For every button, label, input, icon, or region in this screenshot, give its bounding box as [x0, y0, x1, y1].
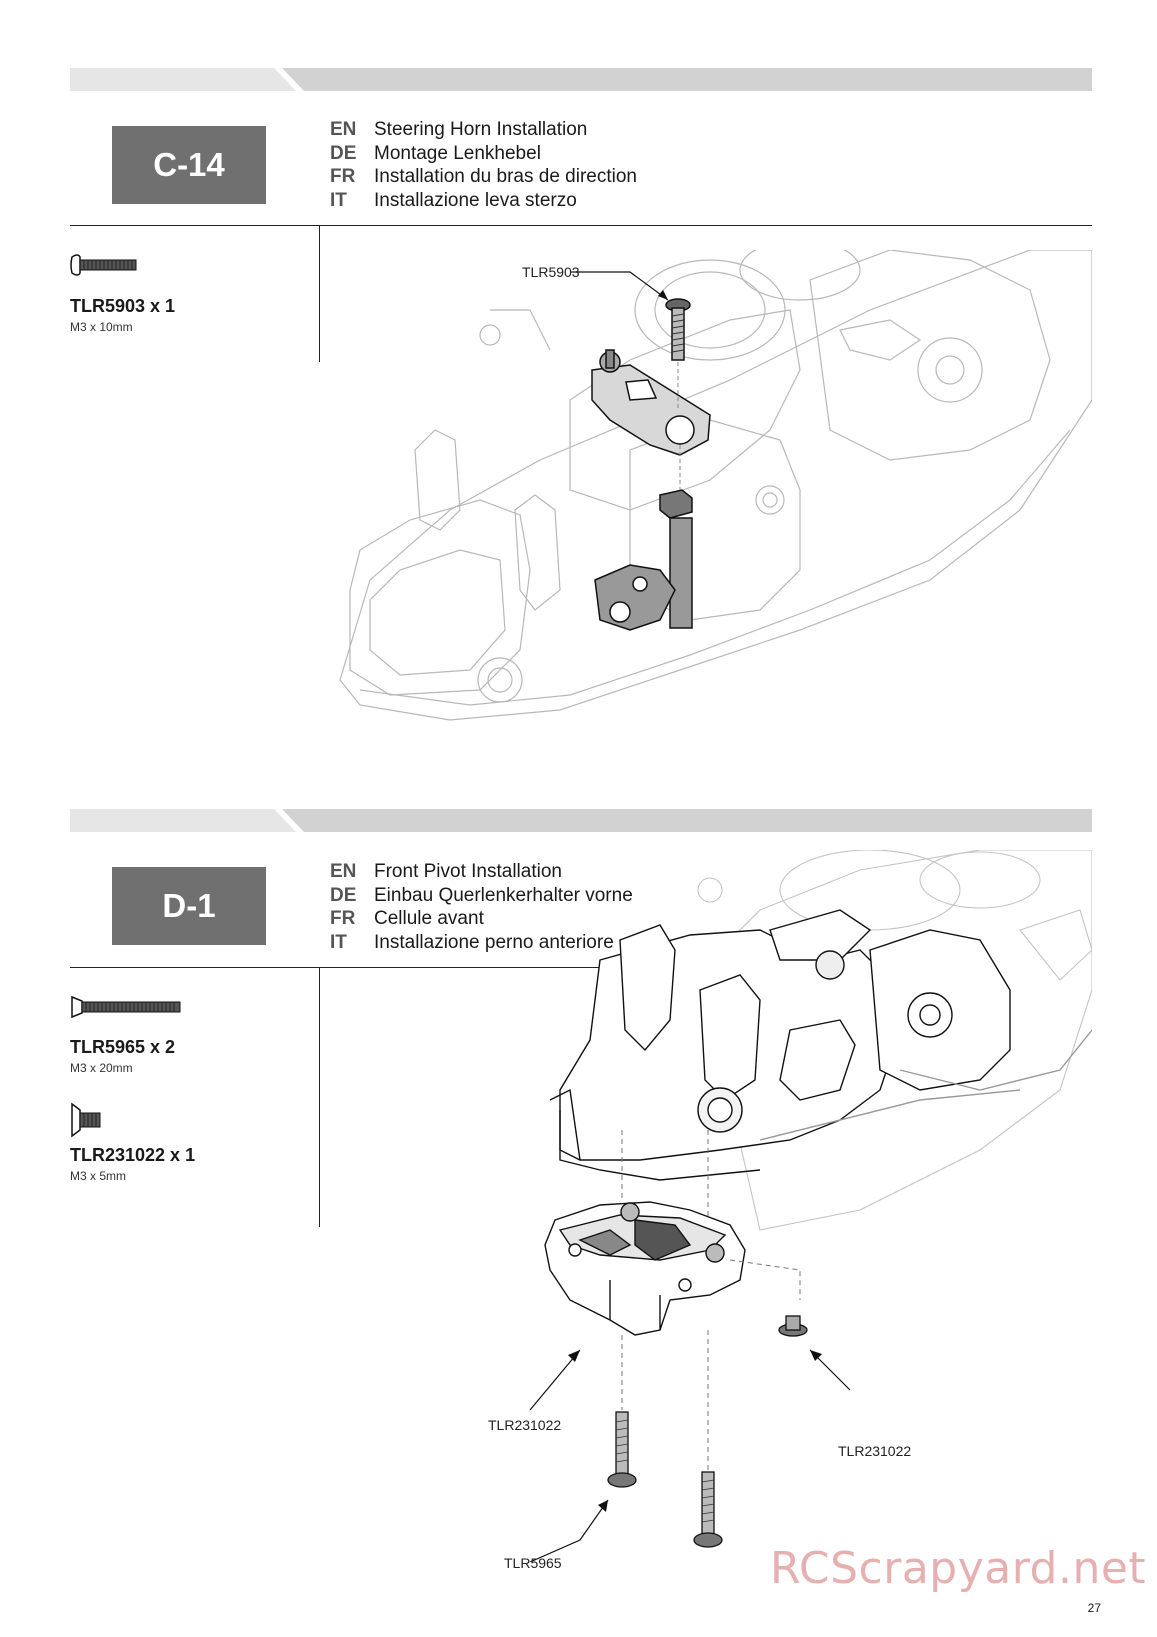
step-number: D-1 — [162, 887, 216, 924]
step-number-box: D-1 — [112, 867, 266, 945]
title-text: Montage Lenkhebel — [374, 142, 541, 164]
title-row-it: IT Installazione perno anteriore — [330, 931, 633, 955]
lang-code: DE — [330, 884, 357, 906]
flat-head-screw-icon — [71, 995, 181, 1019]
lang-code: IT — [330, 189, 347, 211]
title-text: Front Pivot Installation — [374, 861, 562, 882]
title-text: Installation du bras de direction — [374, 166, 637, 187]
lang-code: EN — [330, 861, 357, 882]
step-number: C-14 — [153, 146, 225, 183]
part-callout-label: TLR231022 — [488, 1417, 562, 1433]
part-name: TLR231022 x 1 — [70, 1145, 196, 1165]
title-row-de: DE Montage Lenkhebel — [330, 142, 637, 166]
title-row-it: IT Installazione leva sterzo — [330, 189, 637, 213]
part-callout-label: TLR231022 — [838, 1443, 912, 1459]
step-number-box: C-14 — [112, 126, 266, 204]
title-text: Steering Horn Installation — [374, 119, 588, 140]
part-size: M3 x 20mm — [70, 1061, 133, 1075]
title-text: Installazione perno anteriore — [374, 931, 614, 953]
header-divider — [70, 225, 1092, 226]
steering-horn-assembly-illustration — [339, 250, 1092, 721]
lang-code: FR — [330, 908, 356, 929]
part-size: M3 x 5mm — [70, 1169, 127, 1183]
watermark-text: RCScrapyard.net — [770, 1543, 1147, 1594]
lang-code: DE — [330, 142, 357, 164]
part-name: TLR5965 x 2 — [70, 1037, 176, 1057]
title-text: Installazione leva sterzo — [374, 189, 577, 211]
lang-code: IT — [330, 931, 347, 953]
title-row-en: EN Front Pivot Installation — [330, 860, 633, 884]
part-name: TLR5903 x 1 — [70, 296, 176, 316]
title-row-en: EN Steering Horn Installation — [330, 118, 637, 142]
title-row-de: DE Einbau Querlenkerhalter vorne — [330, 884, 633, 908]
part-size: M3 x 10mm — [70, 320, 133, 334]
flat-head-screw-short-icon — [71, 1102, 101, 1138]
step-header-bar — [70, 809, 1092, 832]
title-text: Cellule avant — [374, 908, 484, 929]
step-title-translations: EN Steering Horn Installation DE Montage… — [330, 118, 637, 212]
title-text: Einbau Querlenkerhalter vorne — [374, 884, 633, 906]
step-header-bar — [70, 68, 1092, 91]
parts-column-divider — [319, 225, 320, 362]
parts-column-divider — [319, 967, 320, 1227]
button-head-screw-icon — [70, 254, 137, 276]
page-number: 27 — [1087, 1601, 1101, 1615]
front-pivot-assembly-illustration — [529, 850, 1092, 1562]
part-callout-label: TLR5903 — [522, 264, 580, 280]
part-callout-label: TLR5965 — [504, 1555, 562, 1571]
lang-code: EN — [330, 119, 357, 140]
header-divider — [70, 967, 620, 968]
lang-code: FR — [330, 166, 356, 187]
title-row-fr: FR Cellule avant — [330, 907, 633, 931]
title-row-fr: FR Installation du bras de direction — [330, 165, 637, 189]
step-title-translations: EN Front Pivot Installation DE Einbau Qu… — [330, 860, 633, 954]
